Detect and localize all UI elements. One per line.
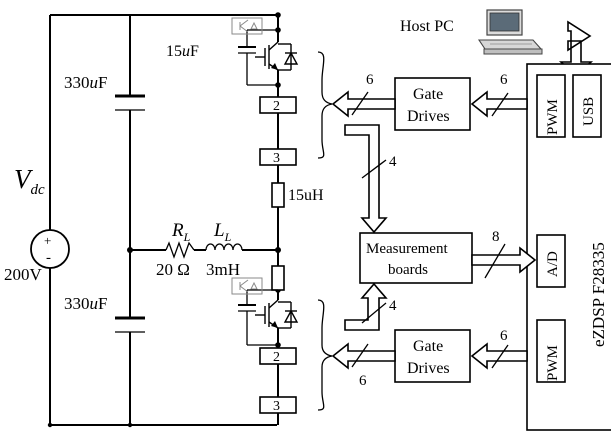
dc-link-capacitor-top [115, 94, 145, 111]
ad-block [536, 234, 566, 288]
gate-drives-top-line2: Drives [407, 108, 450, 125]
ezdsp-board-label: eZDSP F28335 [589, 242, 608, 347]
load-r-value: 20 Ω [156, 260, 190, 279]
top-switch [255, 41, 299, 71]
load-l-value: 3mH [206, 260, 240, 279]
pwm-block-top [536, 74, 566, 138]
sensor-label-3-bottom: 3 [273, 399, 280, 414]
bus-slash-gd-top-out [351, 91, 369, 116]
top-snubber [231, 17, 278, 86]
gate-drives-bottom-line1: Gate [413, 338, 443, 355]
bus-arrow-gd-bottom-out [331, 342, 396, 370]
inductor-15uh-upper [271, 182, 285, 208]
bus-slash-meas-bottom [361, 302, 387, 324]
load-resistor [165, 241, 195, 259]
source-minus-sign: - [46, 250, 51, 266]
cap-bottom-label: 330uF [64, 294, 107, 313]
bus-slash-pc-gd-top [491, 92, 509, 117]
bus-slash-meas-ad [484, 243, 506, 279]
measurement-line1: Measurement [366, 241, 448, 257]
sensor-label-2-bottom: 2 [273, 350, 280, 365]
measurement-line2: boards [388, 262, 428, 278]
load-l-symbol: LL [213, 220, 232, 244]
bottom-snubber [231, 277, 278, 346]
bus-slash-meas-top [361, 159, 387, 179]
sensor-box-3-bottom [259, 396, 297, 414]
bus-arrow-pc-gd-top [470, 90, 528, 118]
junction-dots [47, 12, 281, 428]
load-r-symbol: RL [171, 220, 191, 244]
snubber-cap-label: 15uF [166, 43, 199, 60]
bus-arrow-meas-bottom [344, 282, 388, 331]
inductor-15uh-lower [271, 265, 285, 291]
bus-width-pc-gd-bottom: 6 [500, 328, 508, 344]
sensor-box-2-top [259, 96, 297, 114]
inductor-label: 15uH [288, 187, 324, 204]
brace-top [317, 51, 333, 159]
pwm-top-label: PWM [545, 99, 561, 135]
usb-block [572, 74, 602, 138]
brace-bottom [317, 299, 333, 411]
pwm-bottom-label: PWM [545, 345, 561, 381]
sensor-label-3-top: 3 [273, 151, 280, 166]
dc-voltage-source: + - [30, 229, 70, 269]
bus-arrow-gd-top-out [331, 90, 396, 118]
bus-width-gd-bottom-out: 6 [359, 373, 367, 389]
ad-label: A/D [545, 251, 561, 277]
cap-top-label: 330uF [64, 73, 107, 92]
bus-width-meas-ad: 8 [492, 229, 500, 245]
gate-drives-bottom-line2: Drives [407, 360, 450, 377]
host-usb-arrow [558, 20, 594, 78]
host-pc-icon [477, 9, 543, 55]
load-inductor [205, 243, 243, 251]
pwm-block-bottom [536, 319, 566, 383]
bus-width-pc-gd-top: 6 [500, 72, 508, 88]
dc-link-capacitor-bottom [115, 316, 145, 333]
bus-slash-pc-gd-bottom [491, 344, 509, 369]
bus-slash-gd-bottom-out [351, 343, 369, 368]
measurement-boards [359, 232, 473, 284]
bus-arrow-pc-gd-bottom [470, 342, 528, 370]
host-pc-label: Host PC [400, 18, 454, 35]
gate-drives-top-line1: Gate [413, 86, 443, 103]
gate-drives-bottom [394, 329, 471, 383]
bottom-switch [255, 299, 299, 329]
bus-arrow-meas-ad [471, 246, 537, 274]
vdc-value: 200V [4, 265, 43, 284]
power-wiring [49, 14, 279, 426]
gate-drives-top [394, 77, 471, 131]
sensor-label-2-top: 2 [273, 99, 280, 114]
sensor-box-3-top [259, 148, 297, 166]
vdc-symbol: Vdc [14, 164, 45, 198]
sensor-box-2-bottom [259, 347, 297, 365]
bus-width-meas-bottom: 4 [389, 298, 397, 314]
usb-label: USB [581, 97, 597, 126]
bus-width-meas-top: 4 [389, 154, 397, 170]
bus-arrow-meas-top [344, 124, 388, 234]
bus-width-gd-top-out: 6 [366, 72, 374, 88]
source-plus-sign: + [44, 233, 51, 248]
